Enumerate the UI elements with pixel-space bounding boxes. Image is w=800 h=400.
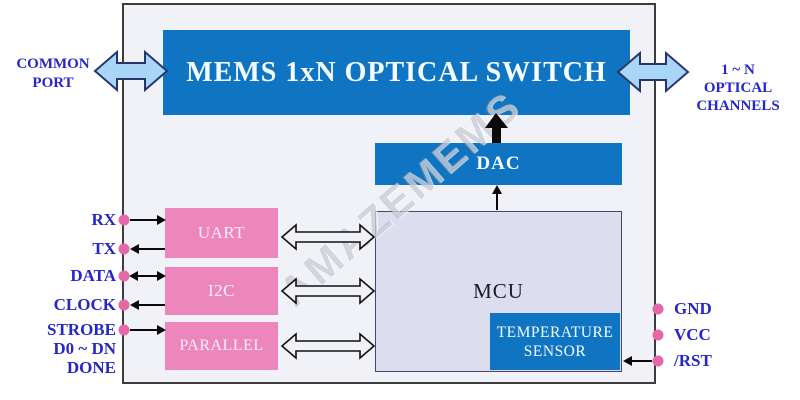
common-port-label: COMMON PORT: [10, 55, 96, 93]
pin-label-vcc: VCC: [674, 325, 711, 344]
uart-label: UART: [197, 223, 246, 242]
pin-label-tx: TX: [92, 239, 116, 258]
optical-switch-label: MEMS 1xN OPTICAL SWITCH: [186, 56, 607, 88]
pin-label-strobe: STROBE: [47, 320, 116, 339]
pin-label-clock: CLOCK: [53, 295, 116, 314]
optical-channels-line2: OPTICAL: [703, 80, 773, 96]
dac-label: DAC: [476, 153, 521, 174]
common-port-line1: COMMON: [16, 56, 90, 72]
pin-label-rst: /RST: [674, 351, 712, 370]
uart-block: UART: [165, 208, 278, 258]
mcu-block: MCU TEMPERATURE SENSOR: [375, 211, 622, 372]
pin-label-data: DATA: [70, 266, 116, 285]
parallel-label: PARALLEL: [179, 337, 264, 354]
optical-channels-line3: CHANNELS: [696, 98, 780, 114]
dac-block: DAC: [375, 143, 622, 185]
temperature-sensor-label-line1: TEMPERATURE: [496, 323, 614, 341]
pin-label-gnd: GND: [674, 299, 712, 318]
i2c-label: I2C: [208, 281, 235, 300]
optical-switch-block: MEMS 1xN OPTICAL SWITCH: [163, 30, 630, 115]
pin-label-d0-dn: D0 ~ DN: [53, 339, 116, 358]
pin-label-done: DONE: [66, 358, 116, 377]
optical-channels-label: 1 ~ N OPTICAL CHANNELS: [686, 61, 790, 115]
optical-channels-line1: 1 ~ N: [721, 62, 755, 78]
parallel-block: PARALLEL: [165, 322, 278, 370]
temperature-sensor-label-line2: SENSOR: [523, 342, 587, 360]
i2c-block: I2C: [165, 267, 278, 315]
common-port-line2: PORT: [32, 75, 74, 91]
temperature-sensor-block: TEMPERATURE SENSOR: [490, 313, 620, 370]
pin-label-rx: RX: [91, 210, 116, 229]
mcu-label: MCU: [473, 279, 524, 303]
